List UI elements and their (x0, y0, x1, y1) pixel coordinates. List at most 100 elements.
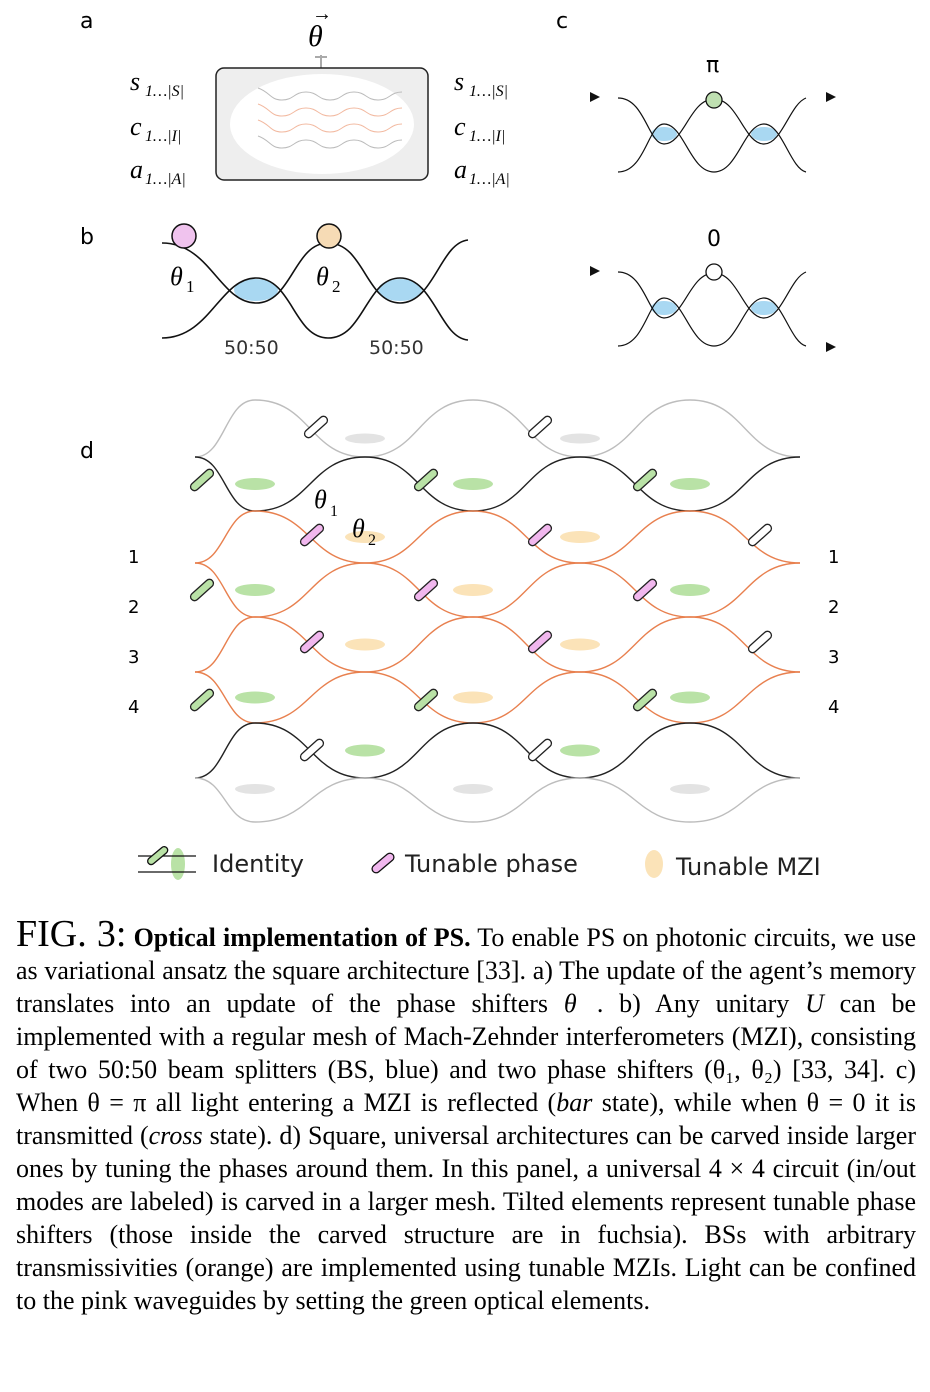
mesh-beam-splitter (453, 584, 493, 596)
input-arrow-cross (590, 266, 600, 276)
left-a-label: a (130, 155, 143, 184)
mesh-beam-splitters (235, 433, 710, 794)
theta2-sub: 2 (332, 277, 341, 296)
beam-splitter-1 (234, 279, 278, 301)
mesh-bs-outer (345, 433, 385, 444)
mesh-bs-outer (453, 784, 493, 794)
input-mode-3: 3 (128, 647, 139, 668)
mesh-theta2-sub: 2 (368, 532, 376, 549)
left-s-label: s (130, 67, 140, 96)
input-mode-1: 1 (128, 547, 139, 568)
panel-b-label: b (80, 225, 94, 250)
waveguide-upper (161, 239, 469, 304)
mesh-phase-shifter (189, 578, 215, 602)
legend-phase-label: Tunable phase (404, 850, 578, 878)
beam-splitter-2 (378, 279, 422, 301)
mesh-phase-shifter (747, 630, 773, 654)
theta-vector-label: θ (308, 20, 323, 53)
caption-bar: bar (556, 1088, 593, 1117)
right-s-label: s (454, 67, 464, 96)
mesh-phase-shifter (632, 688, 658, 712)
output-mode-labels: 1 2 3 4 (828, 547, 839, 718)
mesh-phase-shifter (632, 578, 658, 602)
mesh-phase-shifter (527, 630, 553, 654)
legend-mzi-label: Tunable MZI (675, 853, 821, 881)
mini-waveguide (257, 87, 403, 101)
output-mode-3: 3 (828, 647, 839, 668)
output-arrow-cross (826, 342, 836, 352)
theta1-label: θ (170, 262, 183, 291)
mesh-theta2-label: θ (352, 514, 365, 543)
input-arrow-bar (590, 92, 600, 102)
right-a-sub: 1…|A| (469, 171, 510, 188)
bar-bs-2 (751, 127, 777, 141)
mesh-phase-shifter (632, 468, 658, 492)
output-mode-2: 2 (828, 597, 839, 618)
left-registers: s 1…|S| c 1…|I| a 1…|A| (130, 67, 186, 188)
vector-arrow: → (312, 3, 332, 25)
right-registers: s 1…|S| c 1…|I| a 1…|A| (454, 67, 510, 188)
mesh-beam-splitter (235, 584, 275, 596)
theta1-sub: 1 (186, 277, 195, 296)
mesh-beam-splitter (560, 531, 600, 543)
mini-waveguide (257, 135, 403, 149)
caption-text-1: To enable PS on photonic circuits, we us… (16, 923, 917, 1018)
left-a-sub: 1…|A| (145, 171, 186, 188)
mesh-phase-shifter (413, 468, 439, 492)
mesh-phase-shifter (413, 578, 439, 602)
mesh-bs-outer (235, 784, 275, 794)
mesh-beam-splitter (560, 638, 600, 651)
cross-waveguide-lower (617, 297, 807, 347)
mesh-beam-splitter (670, 691, 710, 704)
panel-a: a θ → s 1…|S| c 1…|I| a 1…|A| s 1…|S| c … (80, 3, 510, 188)
input-mode-labels: 1 2 3 4 (128, 547, 139, 718)
mesh-beam-splitter (345, 744, 385, 757)
caption-title: Optical implementation of PS. (133, 923, 471, 952)
left-c-label: c (130, 112, 142, 141)
output-arrow-bar (826, 92, 836, 102)
mesh-phase-shifter (299, 630, 325, 654)
mesh-phase-shifter (527, 523, 553, 547)
mesh-phase-shifter (299, 738, 325, 762)
bs2-ratio-label: 50:50 (369, 337, 424, 359)
caption-text-4: state), while when θ = 0 it is transmitt… (16, 1088, 916, 1150)
right-c-sub: 1…|I| (469, 128, 505, 145)
mesh-theta1-label: θ (314, 485, 327, 514)
figure-number: FIG. 3: (16, 913, 127, 955)
output-mode-1: 1 (828, 547, 839, 568)
mesh-phase-shifters (189, 415, 773, 762)
mesh-beam-splitter (670, 478, 710, 490)
panel-b: b θ 1 θ 2 50:50 50:50 (80, 223, 469, 359)
caption-text-5: state). d) Square, universal architectur… (16, 1121, 916, 1315)
waveguide-top-outer (194, 399, 801, 458)
figure-3-panels: a θ → s 1…|S| c 1…|I| a 1…|A| s 1…|S| c … (80, 3, 839, 881)
pi-phase-shifter (705, 91, 723, 109)
output-mode-4: 4 (828, 697, 839, 718)
left-c-sub: 1…|I| (145, 128, 181, 145)
circuit-window (230, 74, 414, 174)
waveguide-bottom-black (194, 722, 801, 779)
waveguide-mode-3 (194, 616, 801, 673)
mesh-beam-splitter (453, 691, 493, 704)
cross-bs-2 (751, 301, 777, 315)
mini-waveguide (257, 103, 403, 117)
cross-bs-1 (651, 301, 677, 315)
panel-d-label: d (80, 439, 94, 464)
phase-shifter-theta1 (171, 223, 197, 249)
mesh-waveguides (194, 399, 801, 823)
waveguide-mode-1 (194, 510, 801, 564)
panel-d: d θ 1 θ 2 1 2 3 4 1 2 3 4 (80, 399, 839, 823)
mesh-phase-shifter (303, 415, 329, 439)
legend-identity-icon (138, 846, 196, 880)
legend-identity-label: Identity (212, 850, 304, 878)
pi-value-label: π (706, 53, 719, 78)
left-s-sub: 1…|S| (145, 83, 184, 100)
input-mode-2: 2 (128, 597, 139, 618)
mesh-theta1-sub: 1 (330, 503, 338, 520)
zero-value-label: 0 (707, 227, 721, 252)
mesh-phase-shifter (299, 523, 325, 547)
mesh-bs-outer (560, 433, 600, 444)
right-s-sub: 1…|S| (469, 83, 508, 100)
mini-mesh (257, 87, 403, 149)
